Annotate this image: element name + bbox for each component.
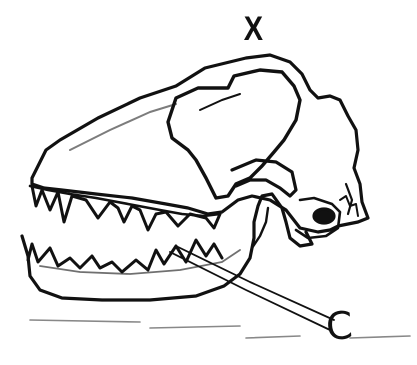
eye-socket-inner [200, 94, 240, 110]
label-c: C [325, 306, 354, 346]
label-x: X [244, 12, 263, 46]
nasal-line [70, 104, 176, 150]
ear-canal [314, 209, 334, 223]
eye-socket [168, 70, 300, 198]
pointer-line-2 [170, 252, 330, 330]
pointer-line-1 [176, 246, 334, 320]
